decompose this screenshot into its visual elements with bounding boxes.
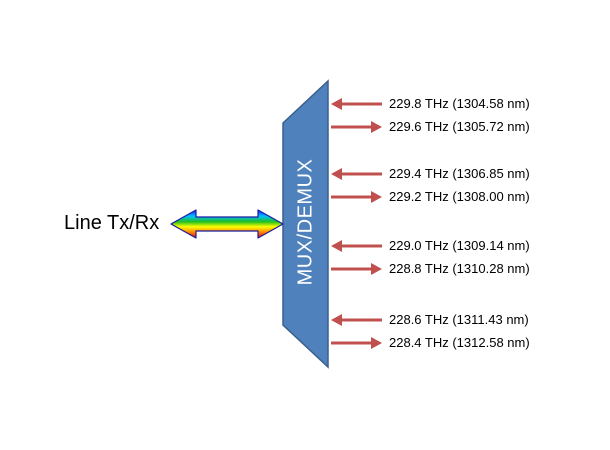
line-double-arrow — [170, 209, 284, 239]
channel-label: 228.4 THz (1312.58 nm) — [389, 335, 530, 350]
mux-demux-block — [282, 79, 329, 369]
channel-arrow-out — [331, 191, 382, 203]
channel-label: 228.6 THz (1311.43 nm) — [389, 312, 529, 327]
channel-arrow-out — [331, 121, 382, 133]
channel-label: 229.4 THz (1306.85 nm) — [389, 166, 530, 181]
channel-arrow-in — [331, 314, 382, 326]
channel-label: 228.8 THz (1310.28 nm) — [389, 261, 530, 276]
channel-label: 229.8 THz (1304.58 nm) — [389, 96, 530, 111]
channel-label: 229.6 THz (1305.72 nm) — [389, 119, 530, 134]
channel-arrows — [331, 98, 382, 349]
channel-arrow-out — [331, 263, 382, 275]
mux-demux-label: MUX/DEMUX — [294, 158, 317, 286]
channel-label: 229.0 THz (1309.14 nm) — [389, 238, 530, 253]
channel-arrow-out — [331, 337, 382, 349]
channel-arrow-in — [331, 168, 382, 180]
channel-arrow-in — [331, 98, 382, 110]
channel-label: 229.2 THz (1308.00 nm) — [389, 189, 530, 204]
line-tx-rx-label: Line Tx/Rx — [64, 212, 160, 234]
channel-arrow-in — [331, 240, 382, 252]
